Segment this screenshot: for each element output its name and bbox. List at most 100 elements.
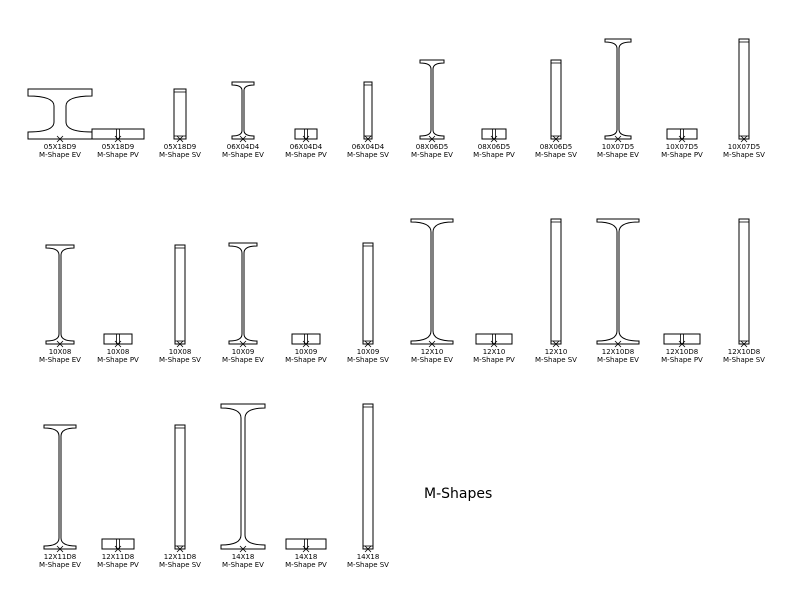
shape-size-label: 08X06D5	[416, 143, 448, 151]
side-view-shape	[738, 38, 750, 140]
shape-size-label: 12X11D8	[44, 553, 76, 561]
side-view-shape	[363, 81, 373, 140]
shape-size-label: 10X09	[232, 348, 255, 356]
insertion-point-marker	[614, 340, 622, 348]
insertion-point-marker	[114, 340, 122, 348]
shape-view-label: M-Shape EV	[222, 151, 264, 159]
insertion-point-marker	[490, 135, 498, 143]
insertion-point-marker	[114, 545, 122, 553]
insertion-point-marker	[176, 135, 184, 143]
drawing-title: M-Shapes	[424, 486, 492, 502]
shape-size-label: 12X10D8	[728, 348, 760, 356]
shape-size-label: 05X18D9	[102, 143, 134, 151]
elevation-view-shape	[596, 218, 640, 345]
insertion-point-marker	[740, 340, 748, 348]
plan-view-shape	[101, 538, 135, 550]
insertion-point-marker	[302, 545, 310, 553]
insertion-point-marker	[302, 135, 310, 143]
insertion-point-marker	[239, 135, 247, 143]
insertion-point-marker	[239, 340, 247, 348]
side-view-shape	[174, 244, 186, 345]
elevation-view-shape	[410, 218, 454, 345]
shape-view-label: M-Shape EV	[222, 356, 264, 364]
shape-view-label: M-Shape PV	[285, 151, 327, 159]
shape-view-label: M-Shape SV	[535, 151, 577, 159]
shape-view-label: M-Shape EV	[597, 356, 639, 364]
insertion-point-marker	[552, 340, 560, 348]
plan-view-shape	[103, 333, 133, 345]
elevation-view-shape	[45, 244, 75, 345]
shape-size-label: 12X10	[483, 348, 506, 356]
shape-size-label: 14X18	[357, 553, 380, 561]
shape-view-label: M-Shape EV	[597, 151, 639, 159]
shape-size-label: 10X08	[107, 348, 130, 356]
insertion-point-marker	[428, 340, 436, 348]
shape-view-label: M-Shape PV	[661, 356, 703, 364]
insertion-point-marker	[56, 545, 64, 553]
shape-view-label: M-Shape EV	[39, 356, 81, 364]
shape-view-label: M-Shape SV	[159, 561, 201, 569]
side-view-shape	[362, 403, 374, 550]
shape-size-label: 05X18D9	[44, 143, 76, 151]
side-view-shape	[173, 88, 187, 140]
plan-view-shape	[291, 333, 321, 345]
shape-size-label: 10X08	[169, 348, 192, 356]
plan-view-shape	[666, 128, 698, 140]
shape-size-label: 10X09	[357, 348, 380, 356]
shape-size-label: 12X10	[545, 348, 568, 356]
insertion-point-marker	[490, 340, 498, 348]
elevation-view-shape	[220, 403, 266, 550]
plan-view-shape	[481, 128, 507, 140]
shape-size-label: 12X11D8	[102, 553, 134, 561]
shape-size-label: 12X11D8	[164, 553, 196, 561]
elevation-view-shape	[27, 88, 93, 140]
insertion-point-marker	[678, 340, 686, 348]
shape-size-label: 06X04D4	[227, 143, 260, 151]
shape-view-label: M-Shape PV	[97, 356, 139, 364]
shape-view-label: M-Shape PV	[285, 561, 327, 569]
shape-size-label: 10X07D5	[728, 143, 760, 151]
shape-view-label: M-Shape EV	[411, 356, 453, 364]
elevation-view-shape	[419, 59, 445, 140]
shape-size-label: 08X06D5	[478, 143, 510, 151]
insertion-point-marker	[302, 340, 310, 348]
insertion-point-marker	[678, 135, 686, 143]
side-view-shape	[738, 218, 750, 345]
shape-view-label: M-Shape PV	[97, 561, 139, 569]
shape-size-label: 10X07D5	[666, 143, 698, 151]
insertion-point-marker	[364, 545, 372, 553]
elevation-view-shape	[604, 38, 632, 140]
insertion-point-marker	[176, 545, 184, 553]
insertion-point-marker	[740, 135, 748, 143]
shape-size-label: 12X10D8	[602, 348, 634, 356]
shape-view-label: M-Shape EV	[39, 561, 81, 569]
insertion-point-marker	[552, 135, 560, 143]
shape-view-label: M-Shape PV	[97, 151, 139, 159]
shape-view-label: M-Shape SV	[535, 356, 577, 364]
shape-view-label: M-Shape EV	[39, 151, 81, 159]
insertion-point-marker	[176, 340, 184, 348]
insertion-point-marker	[56, 340, 64, 348]
